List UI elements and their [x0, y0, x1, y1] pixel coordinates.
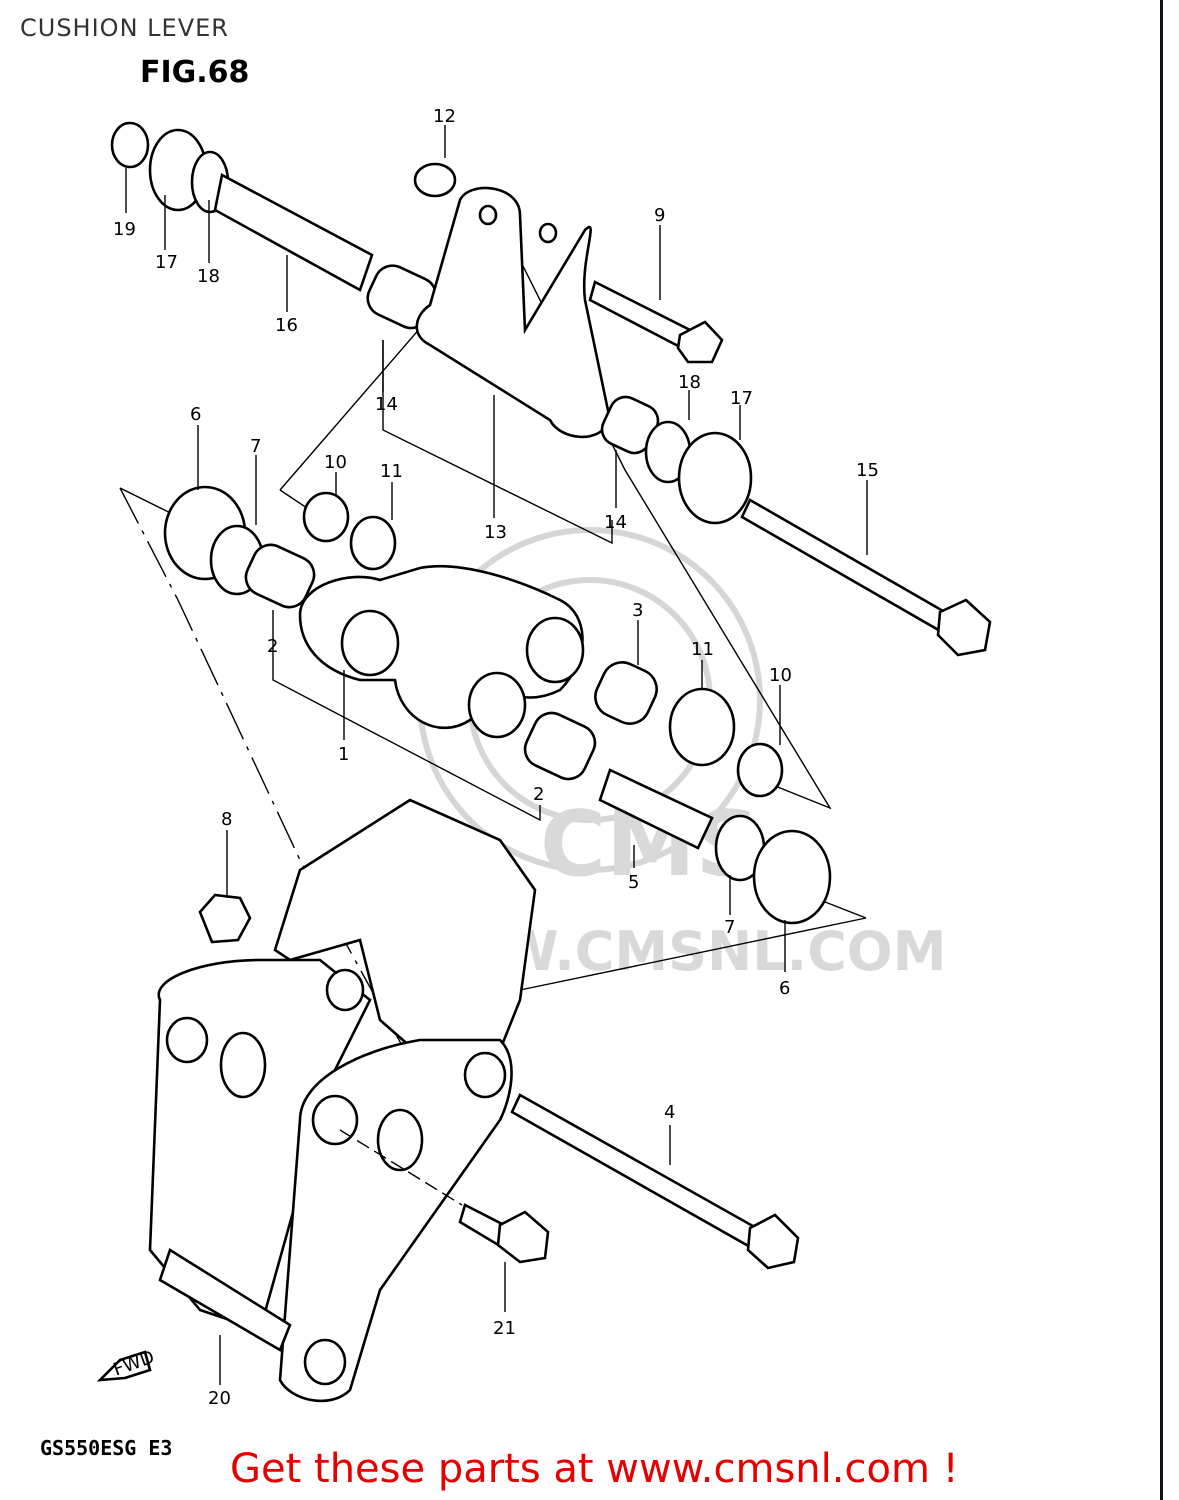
callout-2-lower: 2: [533, 784, 544, 805]
callout-17-lower: 17: [730, 388, 753, 409]
bolt-4: [510, 1093, 800, 1270]
callout-15: 15: [856, 460, 879, 481]
frame-border: [1160, 0, 1163, 1500]
upper-bolt-assembly: [110, 121, 438, 330]
callout-14-upper: 14: [375, 394, 398, 415]
callouts: 12 19 17 18 16 9 14 18 17 6 7 10 11 15 1…: [113, 106, 879, 1409]
nut-8: [198, 893, 252, 944]
page-title: CUSHION LEVER: [20, 14, 229, 42]
callout-7-upper: 7: [250, 436, 261, 457]
callout-12: 12: [433, 106, 456, 127]
callout-18-upper: 18: [197, 266, 220, 287]
upper-bracket: [413, 162, 660, 455]
promo-link[interactable]: Get these parts at www.cmsnl.com !: [230, 1446, 959, 1492]
callout-17-upper: 17: [155, 252, 178, 273]
callout-6-upper: 6: [190, 404, 201, 425]
long-bolt-15: [644, 420, 992, 657]
cushion-lever-1: [163, 485, 585, 739]
lower-bracket: [148, 798, 537, 1403]
callout-7-lower: 7: [724, 917, 735, 938]
callout-20: 20: [208, 1388, 231, 1409]
callout-6-lower: 6: [779, 978, 790, 999]
upper-bolt-9: [588, 280, 724, 364]
lower-bushings: [523, 661, 832, 925]
callout-11-upper: 11: [380, 461, 403, 482]
model-code: GS550ESG E3: [40, 1436, 173, 1460]
figure-label: FIG.68: [140, 55, 250, 90]
callout-9: 9: [654, 205, 665, 226]
callout-2-upper: 2: [267, 636, 278, 657]
callout-5: 5: [628, 872, 639, 893]
callout-18-lower: 18: [678, 372, 701, 393]
bolt-21: [339, 1129, 550, 1264]
callout-11-lower: 11: [691, 639, 714, 660]
callout-21: 21: [493, 1318, 516, 1339]
fwd-arrow: FWD: [96, 1347, 157, 1382]
callout-10-lower: 10: [769, 665, 792, 686]
callout-3: 3: [632, 600, 643, 621]
callout-13: 13: [484, 522, 507, 543]
callout-4: 4: [664, 1102, 675, 1123]
callout-1: 1: [338, 744, 349, 765]
callout-16: 16: [275, 315, 298, 336]
callout-10-upper: 10: [324, 452, 347, 473]
callout-19: 19: [113, 219, 136, 240]
callout-8: 8: [221, 809, 232, 830]
callout-14-lower: 14: [604, 512, 627, 533]
